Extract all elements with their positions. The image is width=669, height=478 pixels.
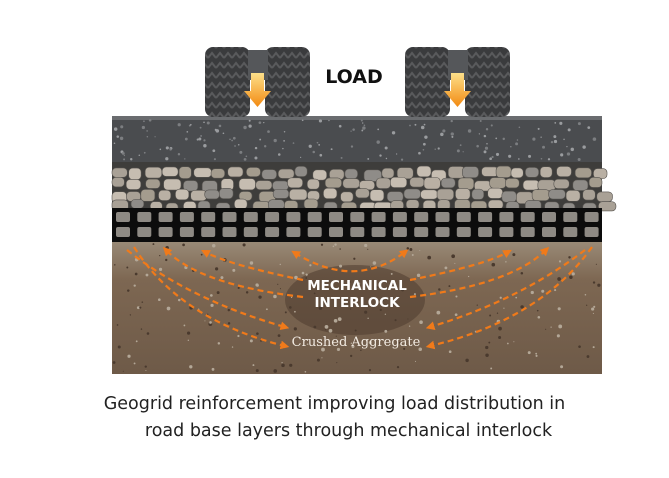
load-arrow-icon <box>444 73 471 107</box>
interlock-arrows <box>126 246 593 350</box>
load-label: LOAD <box>325 66 383 88</box>
wheel-pair-left <box>205 47 310 117</box>
caption-line-1: Geogrid reinforcement improving load dis… <box>103 394 566 414</box>
interlock-label-line1: MECHANICAL <box>307 278 407 294</box>
wheel-pair-right <box>405 47 510 117</box>
asphalt-layer <box>112 116 602 162</box>
interlock-label-line2: INTERLOCK <box>314 295 400 311</box>
caption-line-2: road base layers through mechanical inte… <box>144 421 553 441</box>
load-arrow-icon <box>244 73 271 107</box>
geogrid-diagram: LOAD MECHANICAL INTERLOCK Crushed Aggreg… <box>111 47 617 374</box>
geogrid <box>112 208 602 242</box>
aggregate-label: Crushed Aggregate <box>292 335 421 350</box>
